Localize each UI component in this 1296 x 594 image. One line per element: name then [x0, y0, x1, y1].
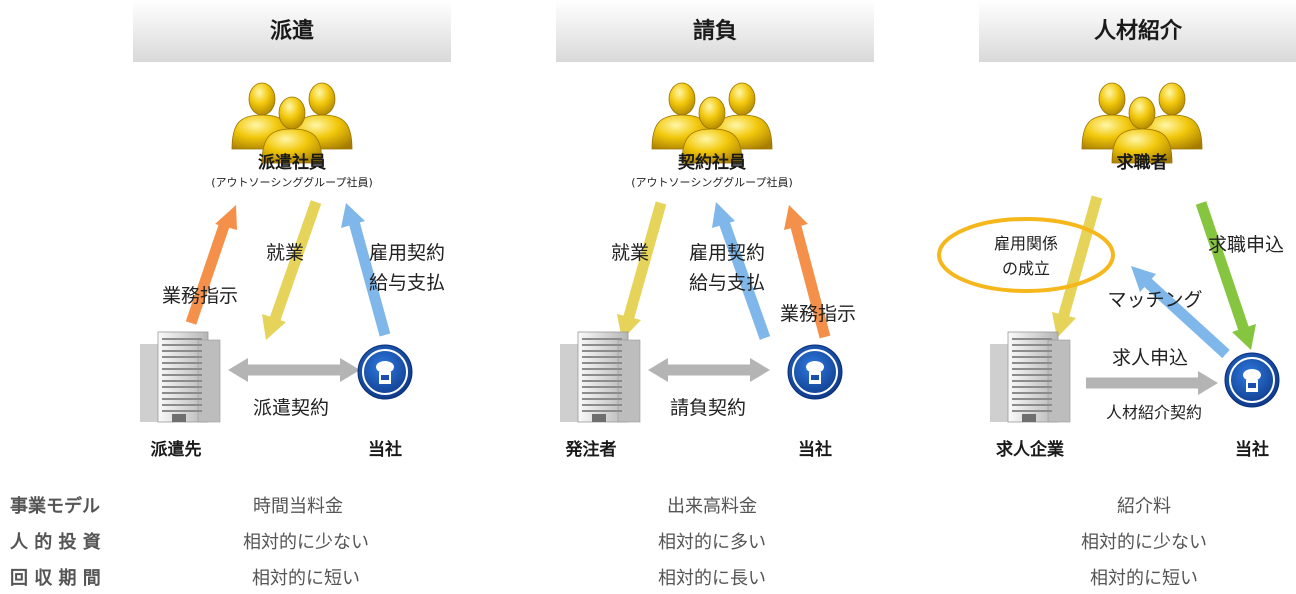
people-group-icon — [232, 83, 352, 163]
row-value: 相対的に多い — [658, 532, 766, 553]
column-header: 人材紹介 — [1094, 18, 1183, 44]
people-label: 求職者 — [1117, 152, 1168, 173]
column-header-box — [979, 0, 1296, 62]
arrow-label: 給与支払 — [369, 272, 445, 294]
arrow-head — [228, 358, 248, 382]
row-label: 事業モデル — [10, 495, 100, 517]
office-building-icon — [989, 331, 1071, 423]
office-building-icon — [559, 331, 641, 423]
column-header-box — [133, 0, 451, 62]
arrow-head — [1131, 266, 1156, 292]
arrow-label: 就業 — [266, 242, 304, 264]
arrow-koyo-seiritsu — [1057, 195, 1103, 320]
row-value: 相対的に少ない — [243, 532, 369, 553]
column-haken: 派遣 派遣社員 (アウトソーシンググループ社員) 業務指示 就業 雇用契約 給与… — [133, 0, 451, 460]
arrow-kyushoku — [1195, 201, 1250, 332]
people-label: 契約社員 — [677, 152, 746, 173]
row-label: 人 的 投 資 — [10, 531, 101, 553]
comparison-rows: 事業モデル 時間当料金 出来高料金 紹介料 人 的 投 資 相対的に少ない 相対… — [10, 495, 1207, 589]
arrow-label: 雇用契約 — [689, 242, 765, 264]
arrow-head — [750, 358, 770, 382]
row-label: 回 収 期 間 — [10, 568, 101, 589]
arrow-koyo — [718, 220, 771, 340]
arrow-head — [340, 358, 360, 382]
arrow-head — [262, 314, 286, 340]
arrow-label: 求職申込 — [1208, 234, 1284, 256]
contract-label: 請負契約 — [670, 397, 746, 419]
arrow-shugyo — [268, 200, 322, 324]
node-label-left: 派遣先 — [151, 439, 202, 460]
people-label: 派遣社員 — [258, 152, 326, 173]
row-value: 相対的に短い — [252, 568, 360, 589]
people-sublabel: (アウトソーシンググループ社員) — [631, 175, 792, 189]
node-label-left: 求人企業 — [996, 439, 1064, 460]
people-group-icon — [1082, 83, 1202, 163]
arrow-head — [341, 203, 365, 228]
arrow-head — [648, 358, 668, 382]
people-group-icon — [652, 83, 772, 163]
arrow-label: 就業 — [611, 242, 649, 264]
column-jinzai-shokai: 人材紹介 求職者 雇用関係 の成立 求職申込 マッチング 求人申込 人材紹介契約… — [937, 0, 1296, 460]
arrow-shugyo — [622, 201, 667, 322]
arrow-matching — [1142, 276, 1230, 359]
ellipse-label: の成立 — [1002, 259, 1050, 278]
column-header-box — [556, 0, 874, 62]
arrow-gyomu-shiji — [185, 218, 232, 325]
office-building-icon — [139, 331, 221, 423]
arrow-head — [1052, 312, 1076, 338]
people-sublabel: (アウトソーシンググループ社員) — [211, 175, 372, 189]
arrow-label: マッチング — [1107, 289, 1202, 311]
arrow-label: 給与支払 — [689, 272, 765, 294]
arrow-koyo — [348, 220, 391, 337]
node-label-right: 当社 — [1235, 439, 1269, 460]
row-value: 相対的に少ない — [1081, 532, 1207, 553]
ellipse-label: 雇用関係 — [994, 234, 1058, 253]
row-value: 出来高料金 — [667, 496, 757, 517]
column-header: 請負 — [693, 18, 737, 44]
contract-label: 人材紹介契約 — [1106, 403, 1202, 422]
contract-label: 派遣契約 — [253, 397, 329, 419]
company-logo-icon — [357, 344, 413, 400]
row-value: 時間当料金 — [253, 496, 343, 517]
arrow-head — [215, 205, 237, 230]
arrow-head — [1232, 324, 1256, 350]
arrow-label: 業務指示 — [780, 303, 856, 325]
node-label-right: 当社 — [368, 439, 402, 460]
row-value: 相対的に短い — [1090, 568, 1198, 589]
arrow-head — [1198, 371, 1218, 395]
column-ukeoi: 請負 契約社員 (アウトソーシンググループ社員) 就業 雇用契約 給与支払 業務… — [556, 0, 874, 460]
company-logo-icon — [787, 344, 843, 400]
employment-ellipse — [937, 217, 1115, 293]
row-value: 紹介料 — [1117, 496, 1171, 517]
node-label-right: 当社 — [798, 439, 832, 460]
arrow-label: 求人申込 — [1112, 347, 1188, 369]
arrow-head — [784, 205, 808, 230]
company-logo-icon — [1224, 352, 1280, 408]
column-header: 派遣 — [270, 19, 314, 44]
arrow-gyomu-shiji — [789, 221, 831, 339]
arrow-label: 雇用契約 — [369, 242, 445, 264]
arrow-head — [712, 202, 735, 228]
node-label-left: 発注者 — [565, 439, 617, 460]
row-value: 相対的に長い — [658, 568, 766, 589]
arrow-label: 業務指示 — [162, 285, 238, 307]
